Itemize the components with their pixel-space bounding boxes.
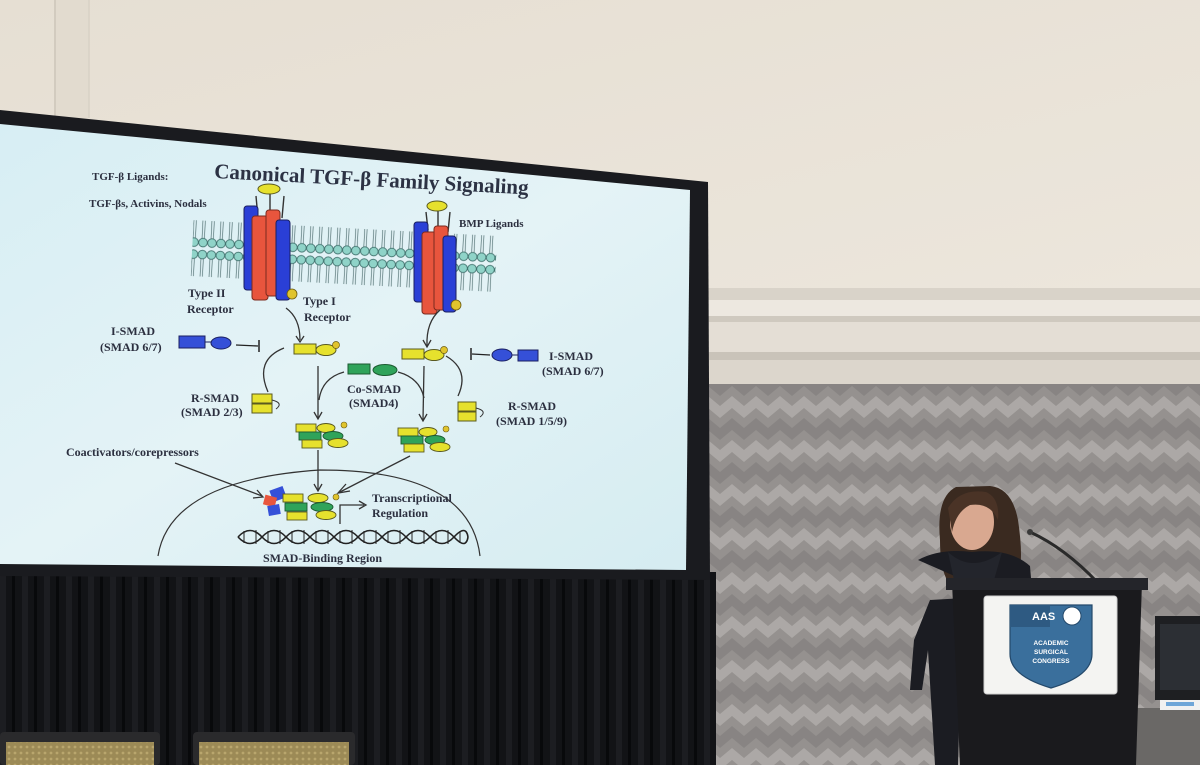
label-regulation: Regulation: [372, 506, 428, 520]
label-bmp-ligands: BMP Ligands: [459, 218, 524, 230]
label-rsmad-right-line2: (SMAD 1/5/9): [496, 414, 567, 428]
phospho-rsmad-left: [293, 341, 340, 356]
label-tgf-ligands-types: TGF-βs, Activins, Nodals: [89, 198, 207, 210]
label-ismad-left-line2: (SMAD 6/7): [100, 340, 162, 354]
label-cosmad-line2: (SMAD4): [349, 396, 398, 410]
smad-complex-right: [397, 425, 451, 453]
label-rsmad-left-line2: (SMAD 2/3): [181, 405, 243, 419]
rsmad-left-shape: [251, 393, 280, 414]
nucleus-outline: [157, 469, 481, 557]
podium-line-3: CONGRESS: [1032, 658, 1070, 665]
label-ismad-right: I-SMAD: [549, 349, 593, 363]
projection-screen: [0, 124, 690, 570]
dna-helix: [237, 529, 469, 545]
cosmad-shape: [347, 363, 398, 376]
podium: AAS ACADEMIC SURGICAL CONGRESS: [946, 578, 1148, 765]
transcription-complex: [262, 485, 340, 521]
label-cosmad: Co-SMAD: [347, 382, 401, 396]
label-type1-receptor: Type I: [303, 294, 336, 308]
label-rsmad-right: R-SMAD: [508, 399, 556, 413]
ismad-left-shape: [178, 335, 260, 352]
audience-chair-left: [0, 732, 160, 765]
podium-line-1: ACADEMIC: [1033, 640, 1068, 647]
aas-logo-text: AAS: [1032, 611, 1055, 623]
label-type2-receptor-line2: Receptor: [187, 302, 234, 316]
label-type2-receptor: Type II: [188, 286, 226, 300]
seal-icon: [1062, 606, 1082, 626]
smad-complex-left: [295, 421, 349, 449]
audience-chair-right: [193, 732, 355, 765]
podium-line-2: SURGICAL: [1034, 649, 1068, 656]
label-coactivators: Coactivators/corepressors: [66, 445, 199, 459]
tgf-receptor-complex: [243, 183, 298, 301]
rsmad-right-shape: [457, 401, 484, 422]
ismad-right-shape: [470, 348, 539, 362]
crown-molding: [690, 288, 1200, 384]
pathway-arrows: [174, 307, 463, 524]
slide: Canonical TGF-β Family Signaling TGF-β L…: [66, 159, 604, 565]
phospho-rsmad-right: [401, 346, 448, 361]
label-rsmad-left: R-SMAD: [191, 391, 239, 405]
label-ismad-right-line2: (SMAD 6/7): [542, 364, 604, 378]
confidence-monitor: [1155, 616, 1200, 700]
label-tgf-ligands: TGF-β Ligands:: [92, 171, 168, 183]
label-smad-binding-region: SMAD-Binding Region: [263, 551, 382, 565]
microphone: [1029, 530, 1100, 585]
label-ismad-left: I-SMAD: [111, 324, 155, 338]
label-transcriptional: Transcriptional: [372, 491, 452, 505]
wall-pilaster: [55, 0, 89, 118]
bmp-receptor-complex: [413, 200, 462, 315]
label-type1-receptor-line2: Receptor: [304, 310, 351, 324]
